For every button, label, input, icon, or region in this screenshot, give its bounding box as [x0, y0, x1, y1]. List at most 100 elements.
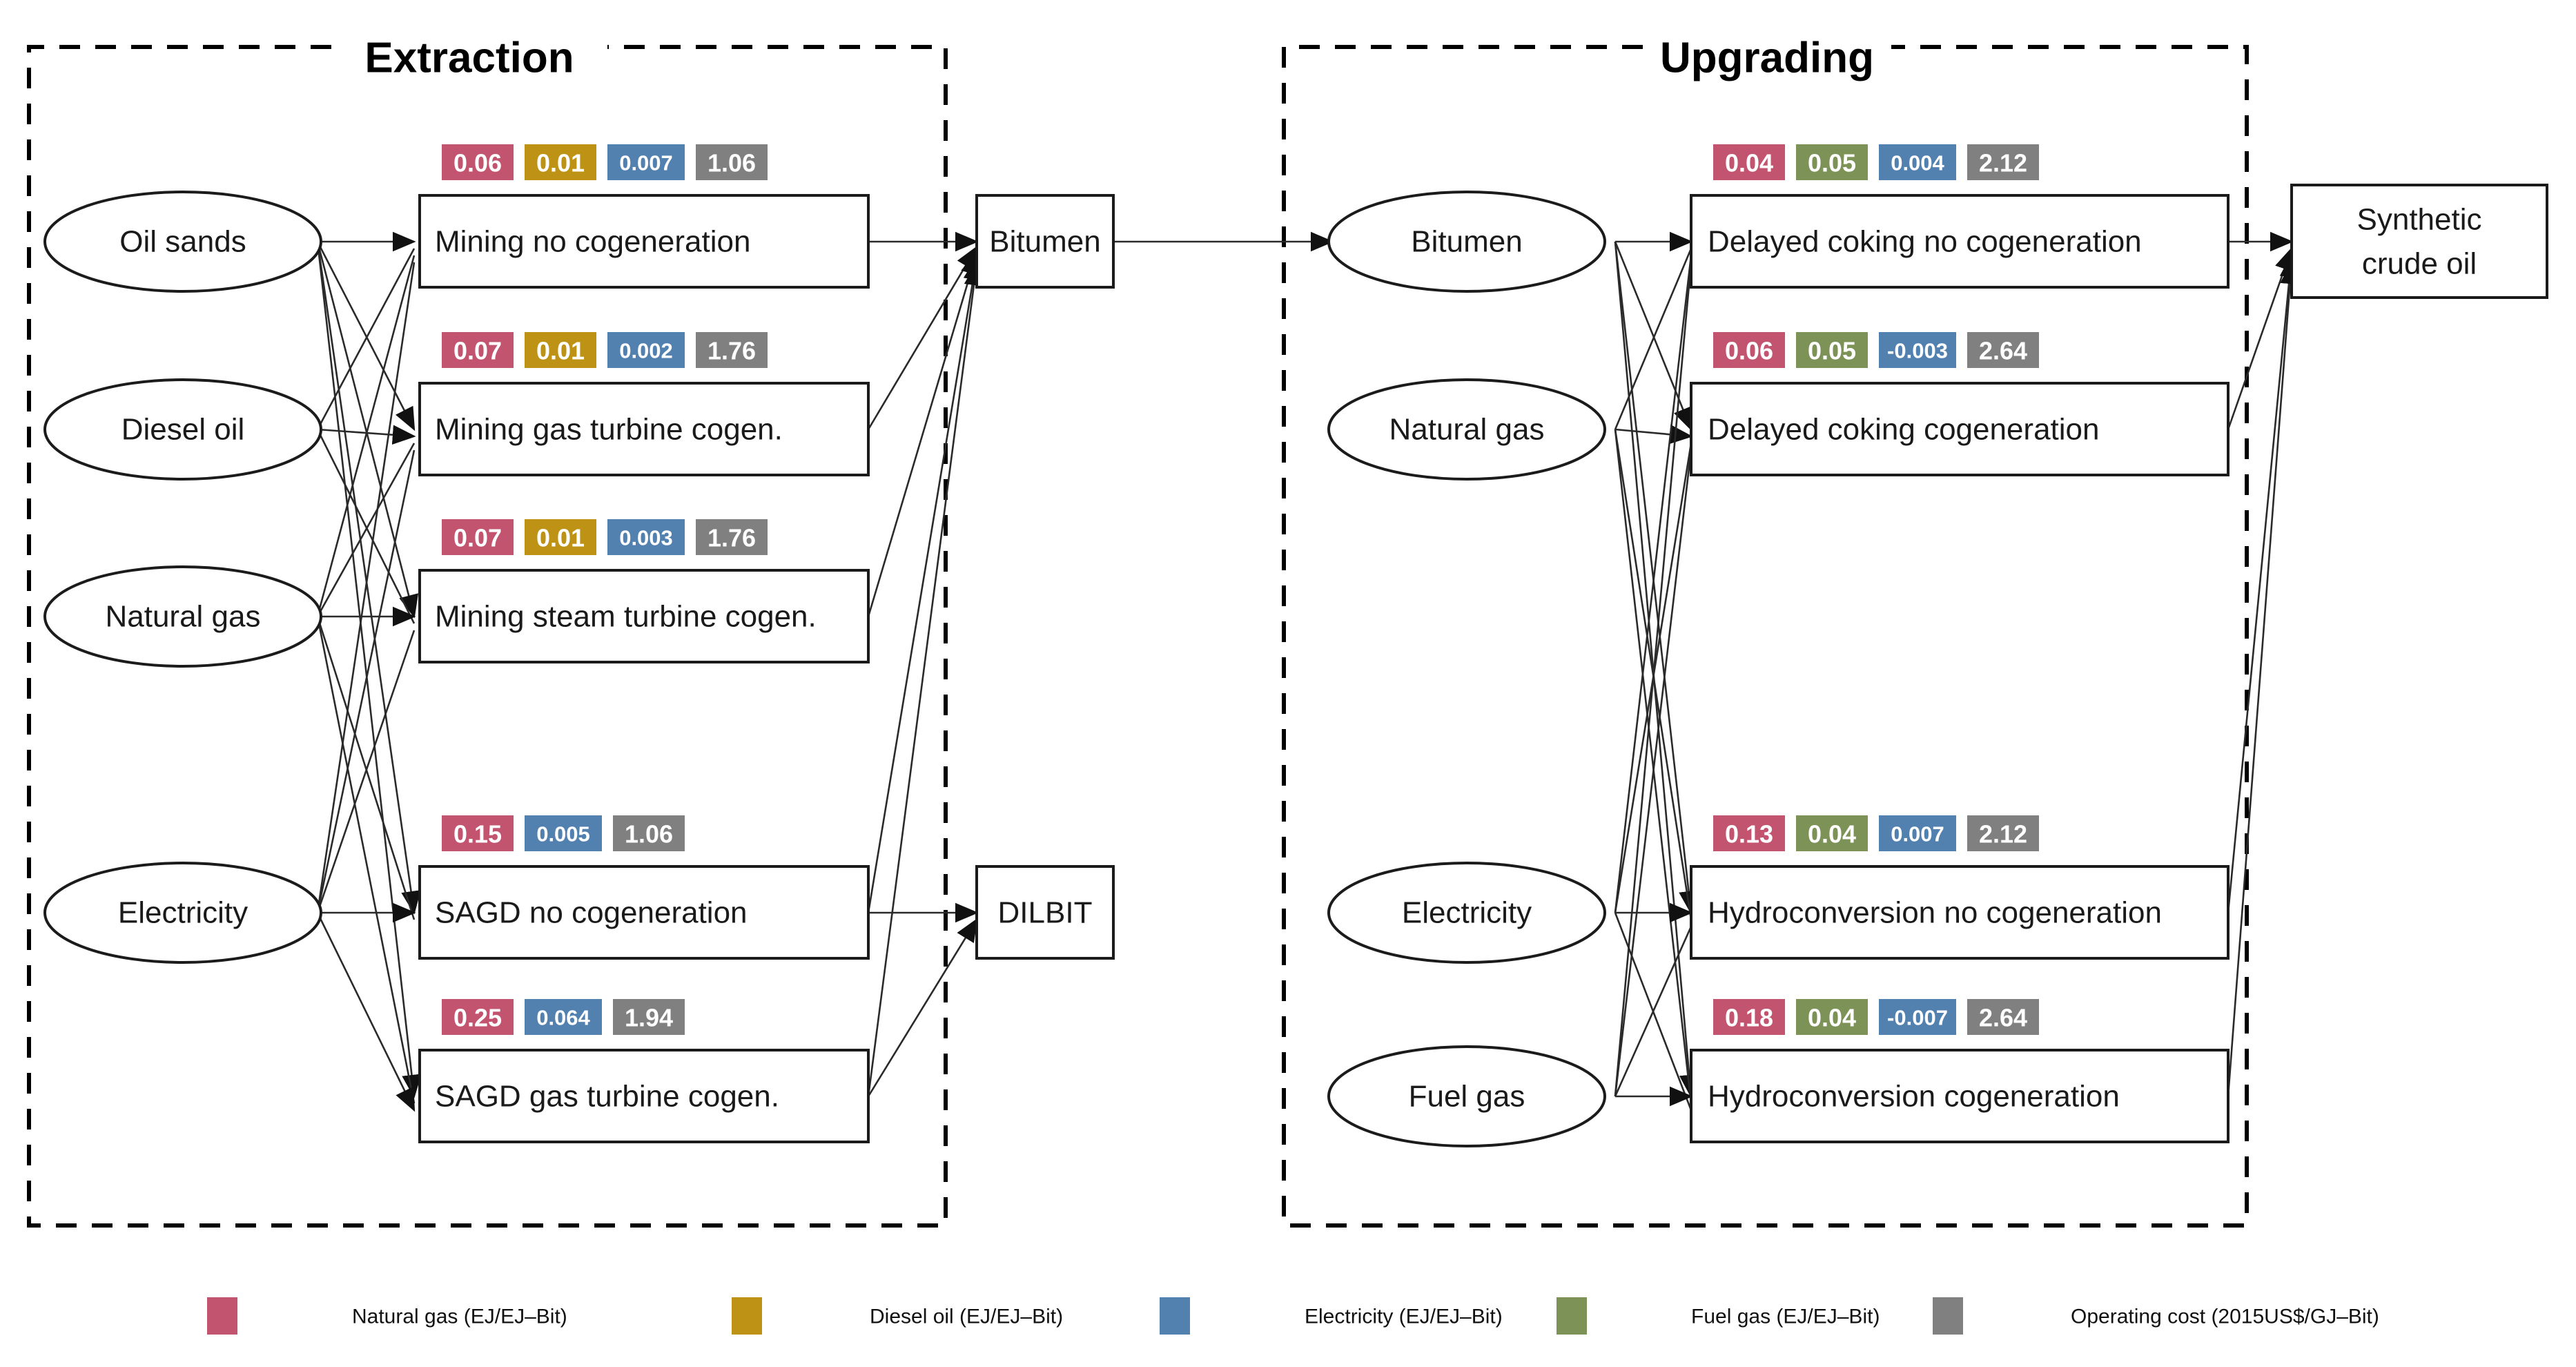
- badge-natural-gas: [1713, 815, 1785, 851]
- legend-swatch-electricity: [1160, 1297, 1190, 1335]
- badge-diesel-oil: [525, 519, 596, 555]
- process-box-sagd-gas-turbine-cogen[interactable]: SAGD gas turbine cogen.: [418, 1049, 870, 1143]
- process-box-mining-gas-turbine-cogen[interactable]: Mining gas turbine cogen.: [418, 382, 870, 476]
- upgrading-input-edges: [1614, 231, 1699, 1111]
- ellipse-label: Natural gas: [105, 600, 260, 634]
- badge-natural-gas: [1713, 999, 1785, 1035]
- legend-swatch-operating-cost: [1933, 1297, 1963, 1335]
- ellipse-node-oil-sands[interactable]: Oil sands: [43, 191, 322, 293]
- output-label-line2: crude oil: [2362, 247, 2477, 281]
- output-box-bitumen[interactable]: Bitumen: [975, 194, 1115, 289]
- badge-electricity: [525, 815, 602, 851]
- badge-diesel-oil: [525, 332, 596, 368]
- ellipse-node-upgrading-bitumen[interactable]: Bitumen: [1327, 191, 1606, 293]
- output-label: Bitumen: [989, 225, 1100, 259]
- badge-value-operating-cost: 2.12: [1979, 149, 2027, 177]
- legend-label-electricity: Electricity (EJ/EJ–Bit): [1305, 1306, 1503, 1328]
- process-label: SAGD gas turbine cogen.: [435, 1080, 779, 1114]
- process-label: Delayed coking cogeneration: [1708, 413, 2100, 447]
- badge-value-operating-cost: 2.64: [1979, 1004, 2027, 1032]
- process-label: Delayed coking no cogeneration: [1708, 225, 2142, 259]
- legend-item-natural-gas: Natural gas (EJ/EJ–Bit): [207, 1297, 567, 1335]
- badge-fuel-gas: [1796, 144, 1868, 180]
- badge-electricity: [525, 999, 602, 1035]
- badge-electricity: [607, 144, 685, 180]
- badge-operating-cost: [613, 815, 685, 851]
- badge-electricity: [1879, 999, 1956, 1035]
- badge-value-electricity: 0.064: [536, 1006, 590, 1030]
- process-box-mining-steam-turbine-cogen[interactable]: Mining steam turbine cogen.: [418, 569, 870, 663]
- badge-electricity: [1879, 815, 1956, 851]
- legend-label-natural-gas: Natural gas (EJ/EJ–Bit): [352, 1306, 567, 1328]
- process-box-hydroconversion-cogeneration[interactable]: Hydroconversion cogeneration: [1690, 1049, 2229, 1143]
- legend-swatch-fuel-gas: [1557, 1297, 1587, 1335]
- ellipse-node-upgrading-fuel-gas[interactable]: Fuel gas: [1327, 1045, 1606, 1147]
- process-label: Mining no cogeneration: [435, 225, 750, 259]
- badge-value-electricity: 0.002: [619, 339, 673, 363]
- upgrading-group-border: [1282, 45, 2249, 1228]
- badge-natural-gas: [442, 999, 514, 1035]
- badge-fuel-gas: [1796, 999, 1868, 1035]
- legend-item-diesel-oil: Diesel oil (EJ/EJ–Bit): [732, 1297, 1063, 1335]
- extraction-section-title: Extraction: [364, 34, 574, 81]
- badge-electricity: [1879, 144, 1956, 180]
- badge-value-natural-gas: 0.15: [453, 820, 502, 849]
- process-box-delayed-coking-cogeneration[interactable]: Delayed coking cogeneration: [1690, 382, 2229, 476]
- badge-row-upgrading-3: 0.18 0.04 -0.007 2.64: [1713, 999, 2039, 1035]
- ellipse-label: Electricity: [1402, 896, 1532, 930]
- badge-value-operating-cost: 2.12: [1979, 820, 2027, 849]
- badge-natural-gas: [1713, 332, 1785, 368]
- badge-value-natural-gas: 0.18: [1725, 1004, 1773, 1032]
- badge-value-electricity: 0.005: [536, 822, 590, 846]
- ellipse-label: Fuel gas: [1409, 1080, 1525, 1114]
- upgrading-section-title: Upgrading: [1660, 34, 1874, 81]
- badge-operating-cost: [1967, 999, 2039, 1035]
- process-label: Hydroconversion cogeneration: [1708, 1080, 2120, 1114]
- badge-value-fuel-gas: 0.04: [1808, 1004, 1856, 1032]
- badge-value-electricity: -0.007: [1887, 1006, 1948, 1030]
- badge-natural-gas: [442, 519, 514, 555]
- badge-value-operating-cost: 1.76: [708, 524, 756, 552]
- process-box-delayed-coking-no-cogeneration[interactable]: Delayed coking no cogeneration: [1690, 194, 2229, 289]
- process-box-mining-no-cogeneration[interactable]: Mining no cogeneration: [418, 194, 870, 289]
- badge-value-natural-gas: 0.06: [1725, 337, 1773, 365]
- badge-value-electricity: 0.007: [619, 151, 673, 175]
- ellipse-node-diesel-oil[interactable]: Diesel oil: [43, 378, 322, 481]
- output-box-dilbit[interactable]: DILBIT: [975, 865, 1115, 960]
- badge-value-diesel-oil: 0.01: [536, 337, 585, 365]
- output-label-line1: Synthetic: [2357, 203, 2482, 237]
- legend-item-fuel-gas: Fuel gas (EJ/EJ–Bit): [1557, 1297, 1880, 1335]
- legend-label-diesel-oil: Diesel oil (EJ/EJ–Bit): [870, 1306, 1063, 1328]
- output-box-synthetic-crude-oil[interactable]: Synthetic crude oil: [2290, 184, 2548, 299]
- extraction-output-edges: [867, 231, 984, 1097]
- badge-value-operating-cost: 2.64: [1979, 337, 2027, 365]
- badge-value-operating-cost: 1.76: [708, 337, 756, 365]
- ellipse-node-electricity[interactable]: Electricity: [43, 862, 322, 964]
- process-box-hydroconversion-no-cogeneration[interactable]: Hydroconversion no cogeneration: [1690, 865, 2229, 960]
- ellipse-node-natural-gas[interactable]: Natural gas: [43, 565, 322, 668]
- badge-value-natural-gas: 0.07: [453, 524, 502, 552]
- badge-electricity: [607, 332, 685, 368]
- badge-fuel-gas: [1796, 815, 1868, 851]
- ellipse-label: Electricity: [118, 896, 248, 930]
- badge-operating-cost: [696, 519, 768, 555]
- badge-fuel-gas: [1796, 332, 1868, 368]
- legend-swatch-diesel-oil: [732, 1297, 762, 1335]
- ellipse-label: Diesel oil: [121, 413, 245, 447]
- ellipse-label: Natural gas: [1389, 413, 1544, 447]
- ellipse-node-upgrading-electricity[interactable]: Electricity: [1327, 862, 1606, 964]
- ellipse-node-upgrading-natural-gas[interactable]: Natural gas: [1327, 378, 1606, 481]
- process-box-sagd-no-cogeneration[interactable]: SAGD no cogeneration: [418, 865, 870, 960]
- badge-operating-cost: [696, 332, 768, 368]
- extraction-input-edges: [316, 231, 422, 1112]
- legend-swatch-natural-gas: [207, 1297, 237, 1335]
- badge-operating-cost: [1967, 144, 2039, 180]
- process-label: Mining gas turbine cogen.: [435, 413, 783, 447]
- badge-value-natural-gas: 0.07: [453, 337, 502, 365]
- process-label: SAGD no cogeneration: [435, 896, 748, 930]
